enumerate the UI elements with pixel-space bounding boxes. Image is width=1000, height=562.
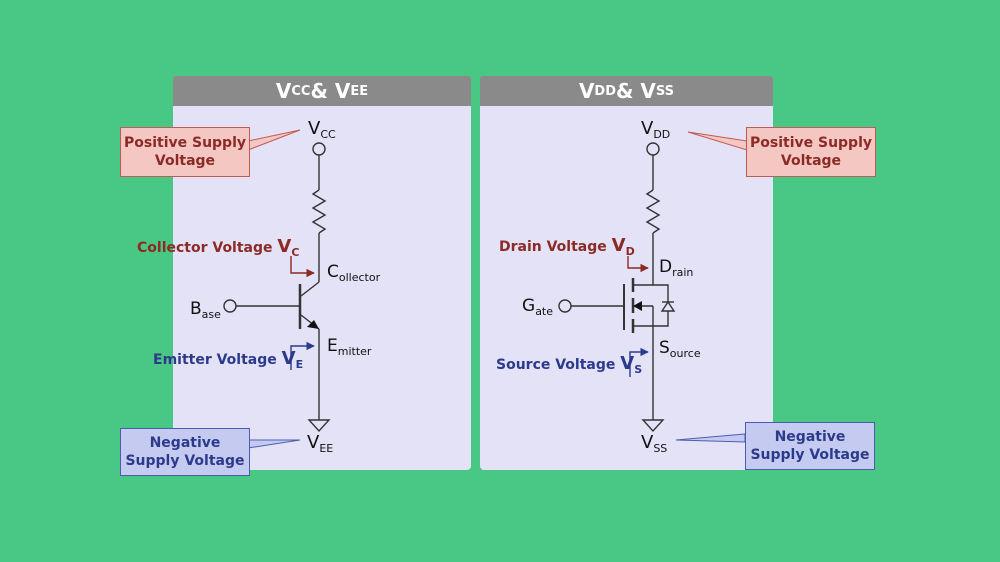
positive-supply-callout-right: Positive Supply Voltage	[746, 127, 876, 177]
drain-resistor	[645, 189, 661, 234]
gate-label: Gate	[522, 296, 554, 318]
emitter-voltage-arrow	[290, 341, 315, 370]
emitter-voltage-label: Emitter Voltage VE	[153, 348, 304, 371]
drain-voltage-label: Drain Voltage VD	[499, 235, 635, 258]
vcc-terminal	[312, 142, 326, 156]
source-voltage-label: Source Voltage VS	[496, 353, 643, 376]
negative-callout-leader	[247, 439, 301, 449]
body-diode	[660, 300, 676, 312]
positive-callout-leader-right	[687, 131, 748, 151]
base-label: Base	[190, 299, 221, 321]
drain-label: Drain	[659, 257, 694, 279]
source-voltage-arrow	[629, 347, 649, 377]
emitter-label: Emitter	[327, 336, 372, 358]
vee-ground	[307, 419, 331, 433]
vcc-label: VCC	[308, 118, 336, 141]
source-label: Source	[659, 338, 701, 360]
vdd-terminal	[646, 142, 660, 156]
gate-terminal	[558, 299, 572, 313]
negative-supply-callout: Negative Supply Voltage	[120, 428, 250, 476]
collector-label: Collector	[327, 262, 381, 284]
mosfet-arrow	[633, 301, 642, 311]
base-terminal	[223, 299, 237, 313]
drain-voltage-arrow	[627, 256, 649, 273]
negative-callout-leader-right	[675, 433, 746, 443]
collector-resistor	[311, 189, 327, 234]
emitter-arrow	[307, 320, 319, 329]
vee-label: VEE	[307, 432, 334, 455]
vss-ground	[641, 419, 665, 433]
vdd-label: VDD	[641, 118, 671, 141]
collector-voltage-arrow	[290, 256, 315, 278]
mosfet-circuit	[558, 142, 676, 433]
vss-label: VSS	[641, 432, 668, 455]
collector-voltage-label: Collector Voltage VC	[137, 236, 300, 259]
positive-callout-leader	[247, 129, 301, 151]
positive-supply-callout: Positive Supply Voltage	[120, 127, 250, 177]
bjt-circuit	[223, 142, 331, 433]
negative-supply-callout-right: Negative Supply Voltage	[745, 422, 875, 470]
